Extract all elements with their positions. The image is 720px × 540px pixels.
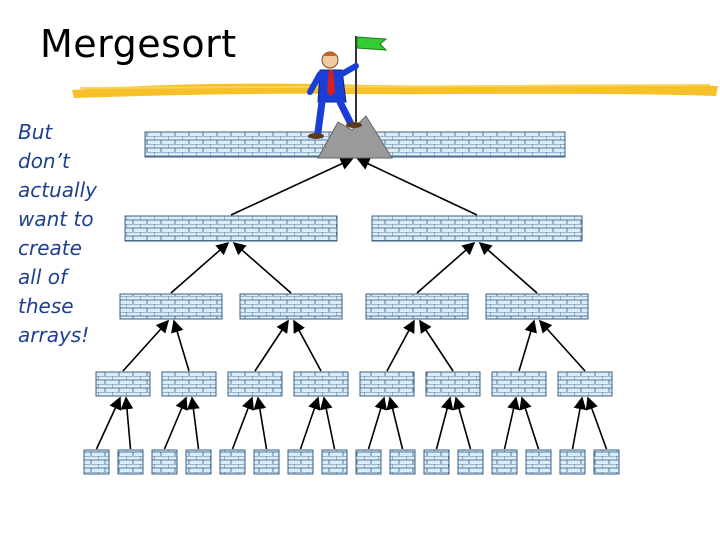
array-level-4: [117, 449, 144, 475]
array-level-4: [219, 449, 246, 475]
array-level-4: [457, 449, 484, 475]
array-level-4: [593, 449, 620, 475]
array-level-2: [239, 293, 343, 320]
side-note-line: But: [18, 120, 53, 144]
side-note-line: these: [18, 294, 74, 318]
merge-arrow: [253, 396, 268, 450]
merge-arrow: [120, 396, 134, 450]
array-level-1: [371, 215, 583, 242]
array-level-3: [425, 371, 481, 397]
merge-arrow: [356, 157, 478, 216]
array-level-4: [151, 449, 178, 475]
array-level-3: [491, 371, 547, 397]
merge-arrow: [452, 396, 472, 450]
array-level-4: [355, 449, 382, 475]
array-level-2: [119, 293, 223, 320]
merge-arrow: [585, 396, 608, 450]
merge-arrow: [293, 319, 322, 372]
merge-arrow: [232, 241, 292, 294]
merge-arrow: [122, 319, 170, 372]
array-level-3: [161, 371, 217, 397]
array-level-3: [557, 371, 613, 397]
array-level-4: [185, 449, 212, 475]
slide-title: Mergesort: [40, 22, 237, 66]
merge-arrow: [231, 396, 254, 450]
merge-arrow: [319, 396, 336, 450]
array-level-4: [287, 449, 314, 475]
array-level-4: [423, 449, 450, 475]
array-level-3: [293, 371, 349, 397]
merge-arrow: [299, 396, 321, 450]
array-level-4: [389, 449, 416, 475]
merge-arrow: [478, 241, 538, 294]
merge-arrow: [254, 319, 289, 372]
merge-arrow: [95, 396, 122, 450]
merge-arrow: [187, 396, 200, 450]
array-level-3: [95, 371, 151, 397]
merge-arrow: [171, 319, 190, 372]
side-note-line: don’t: [18, 149, 70, 173]
array-level-4: [83, 449, 110, 475]
side-note-line: arrays!: [18, 323, 90, 347]
merge-arrow: [518, 319, 537, 372]
merge-arrow: [163, 396, 188, 450]
side-note-line: create: [18, 236, 82, 260]
side-note: But don’t actually want to create all of…: [18, 118, 128, 350]
merge-arrow: [519, 396, 540, 450]
side-note-line: actually: [18, 178, 97, 202]
side-note-line: all of: [18, 265, 68, 289]
merge-arrow: [503, 396, 520, 450]
businessman-with-flag-icon: [307, 36, 393, 159]
array-level-3: [227, 371, 283, 397]
array-level-2: [485, 293, 589, 320]
array-level-4: [525, 449, 552, 475]
array-level-4: [253, 449, 280, 475]
merge-arrow: [538, 319, 586, 372]
array-level-4: [559, 449, 586, 475]
merge-arrow: [230, 157, 354, 216]
array-level-1: [124, 215, 338, 242]
merge-arrow: [571, 396, 587, 450]
merge-arrow: [416, 241, 476, 294]
merge-arrow: [170, 241, 230, 294]
array-level-3: [359, 371, 415, 397]
merge-arrow: [386, 319, 415, 372]
side-note-line: want to: [18, 207, 94, 231]
merge-arrow: [435, 396, 454, 450]
array-level-4: [321, 449, 348, 475]
array-level-4: [491, 449, 518, 475]
merge-arrow: [419, 319, 454, 372]
array-level-2: [365, 293, 469, 320]
merge-arrow: [386, 396, 404, 450]
merge-arrow: [367, 396, 387, 450]
